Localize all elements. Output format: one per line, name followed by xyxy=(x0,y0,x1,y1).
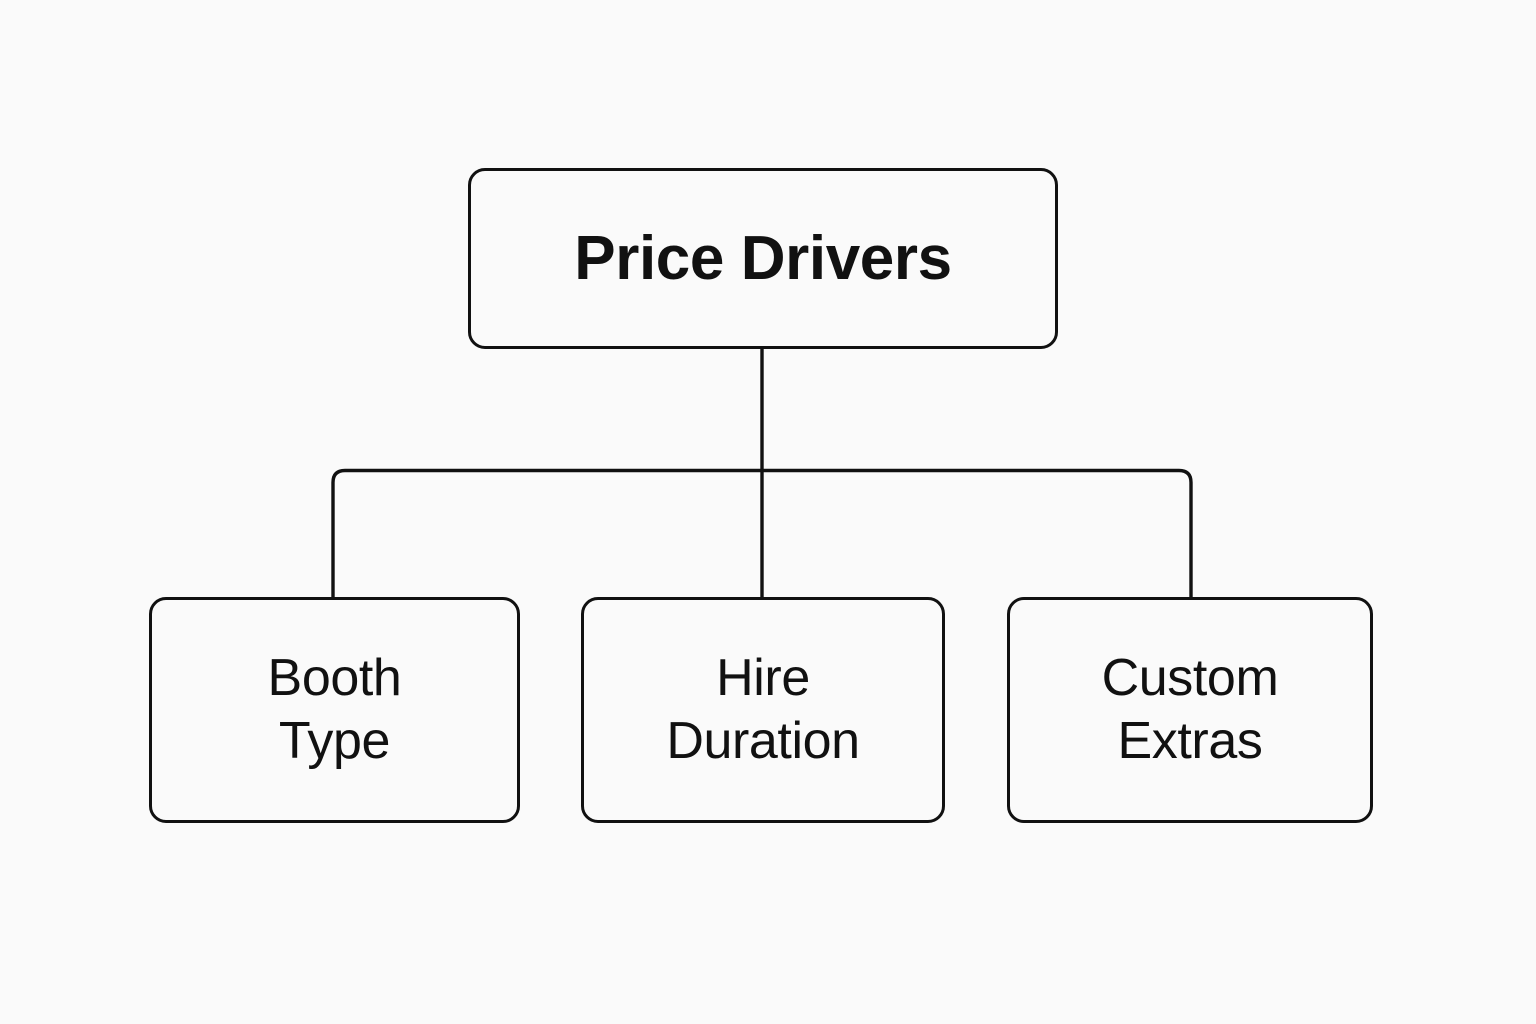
node-child-0-label: Booth Type xyxy=(267,649,402,770)
connector-bus-right xyxy=(762,468,1193,597)
node-booth-type[interactable]: Booth Type xyxy=(149,597,520,823)
node-root-label: Price Drivers xyxy=(574,223,952,293)
node-price-drivers[interactable]: Price Drivers xyxy=(468,168,1058,349)
node-child-1-label: Hire Duration xyxy=(666,649,860,770)
connector-bus-left xyxy=(331,468,762,597)
node-child-2-label: Custom Extras xyxy=(1101,649,1279,770)
node-custom-extras[interactable]: Custom Extras xyxy=(1007,597,1373,823)
node-hire-duration[interactable]: Hire Duration xyxy=(581,597,945,823)
